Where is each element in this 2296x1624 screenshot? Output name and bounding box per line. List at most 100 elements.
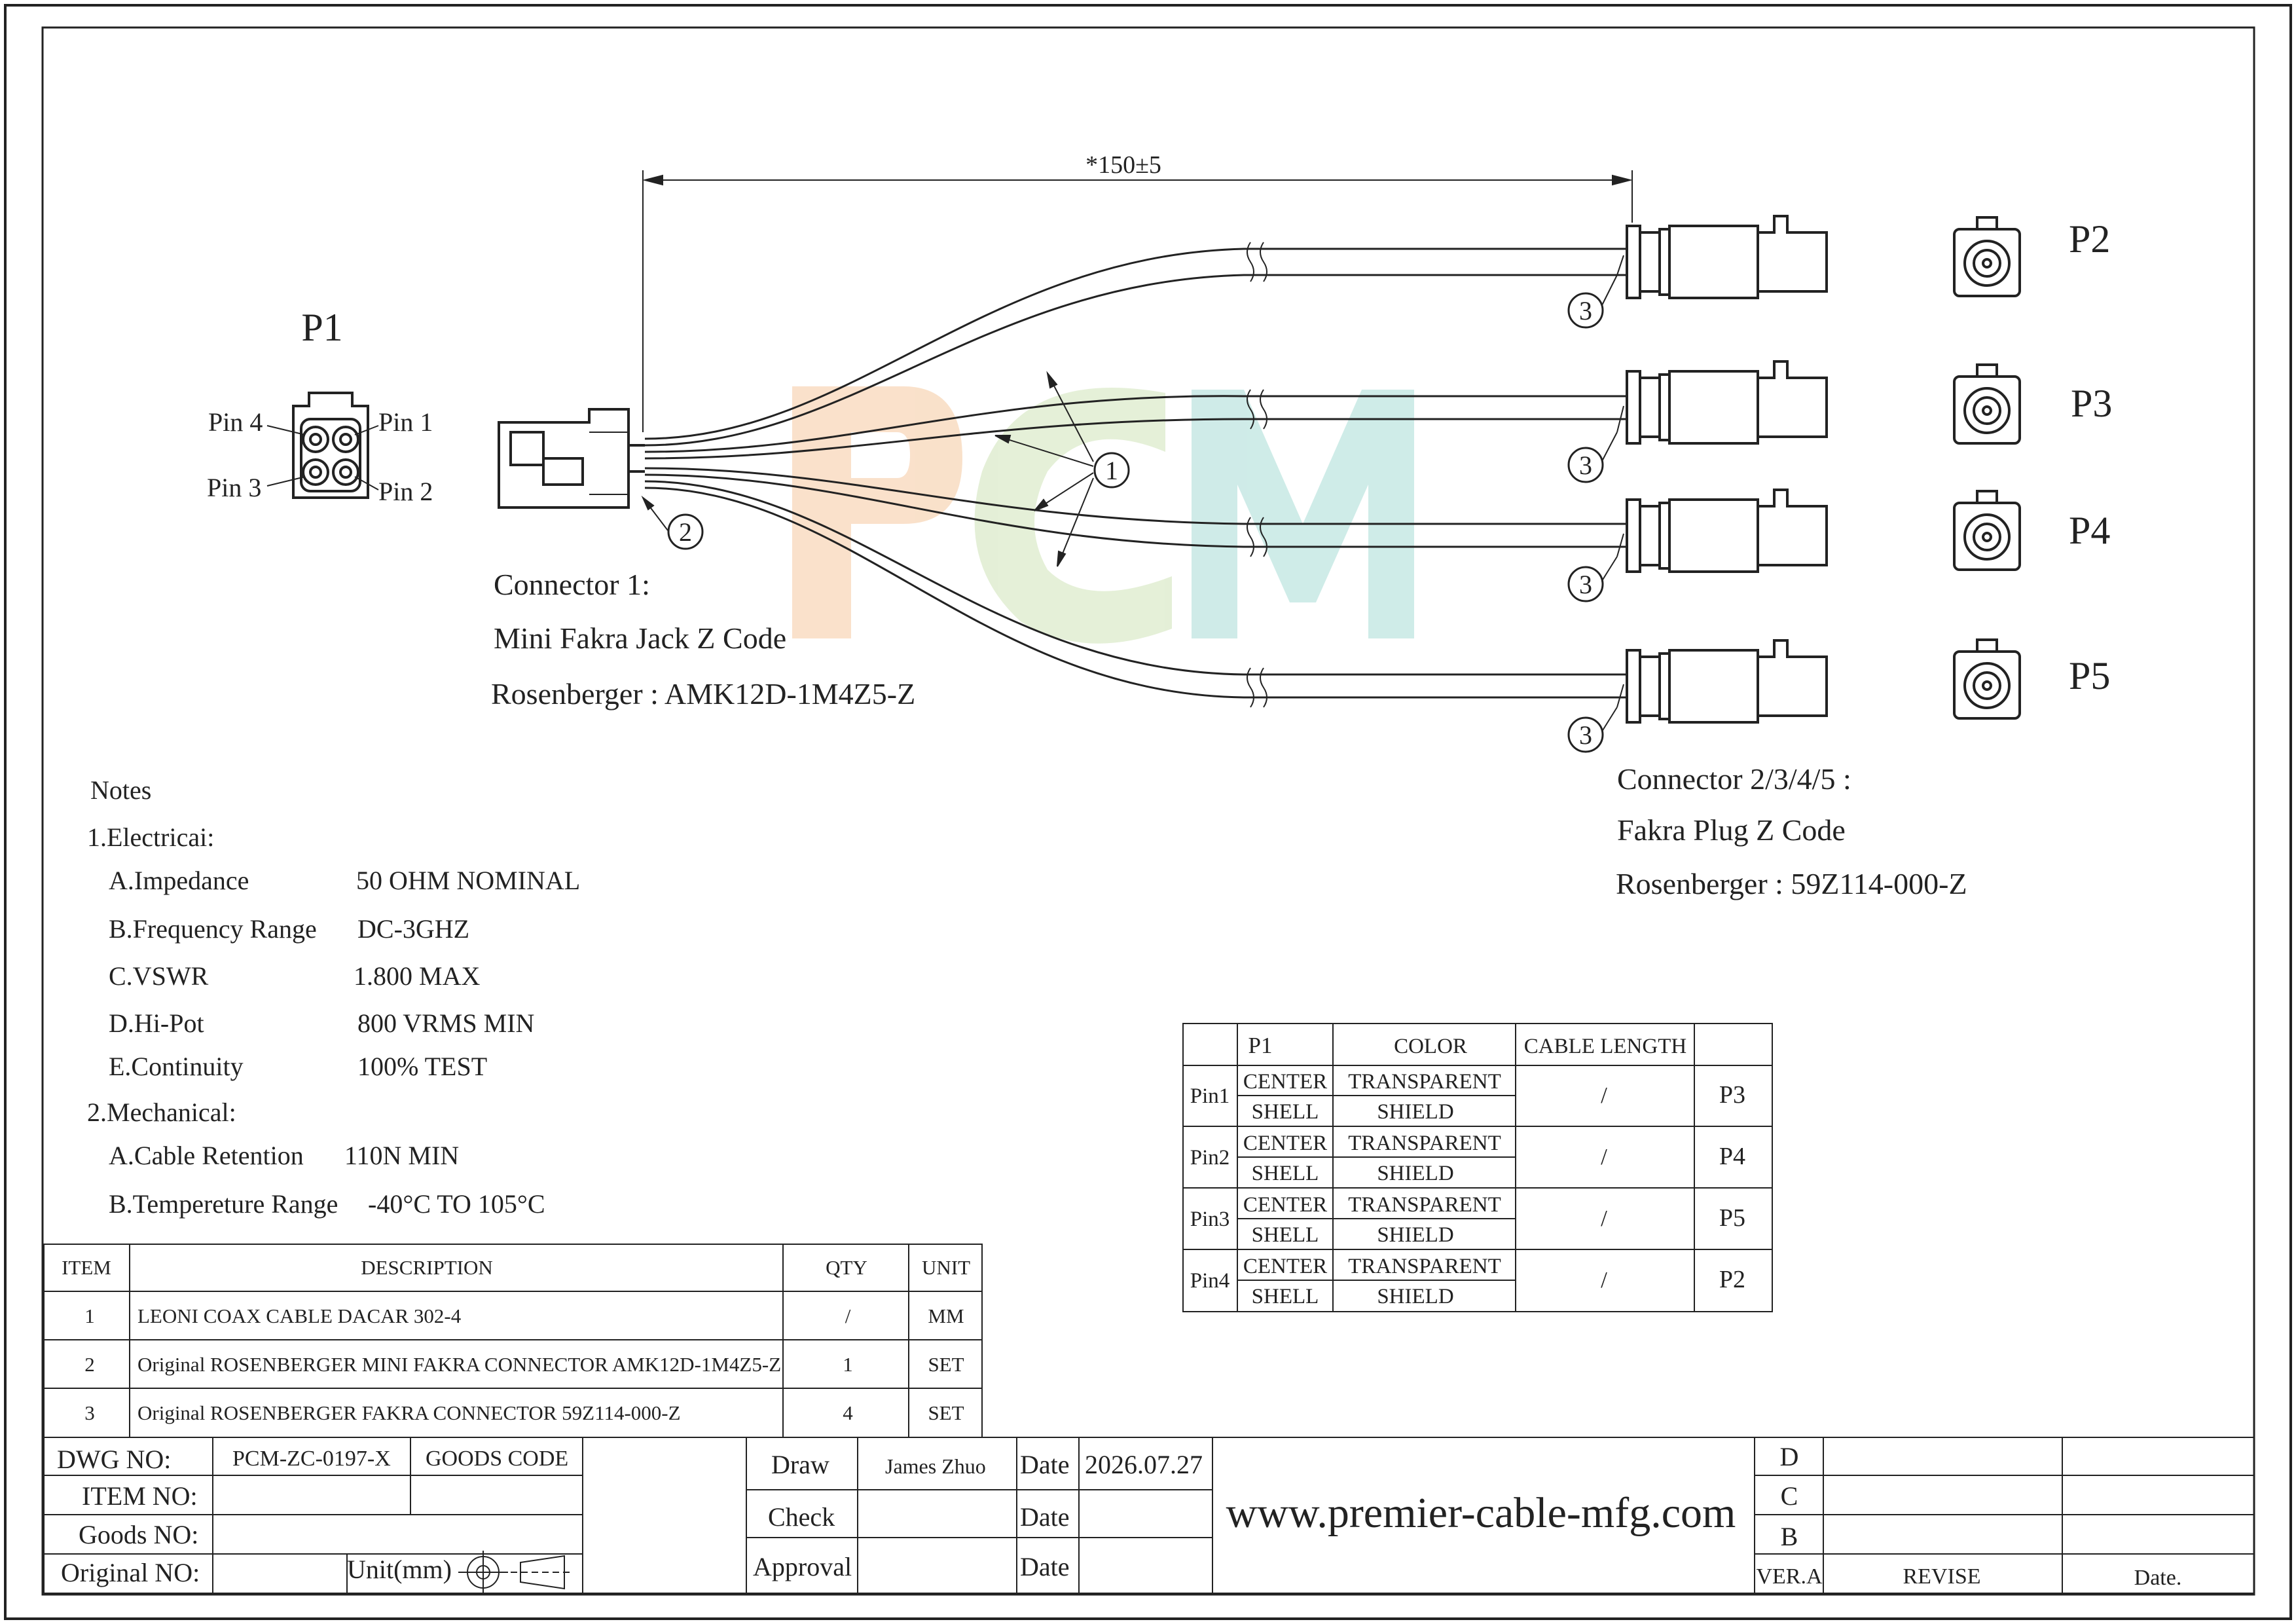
p2-label: P2 xyxy=(2069,217,2110,261)
svg-text:TRANSPARENT: TRANSPARENT xyxy=(1348,1132,1501,1155)
svg-text:VER.A: VER.A xyxy=(1756,1564,1823,1589)
svg-text:SHELL: SHELL xyxy=(1252,1100,1319,1124)
balloon-1-label: 1 xyxy=(1105,456,1118,485)
svg-text:TRANSPARENT: TRANSPARENT xyxy=(1348,1255,1501,1278)
pin-mapping-table-text: P1 COLOR CABLE LENGTH Pin1 CENTER TRANSP… xyxy=(1190,1033,1745,1308)
p4-label: P4 xyxy=(2069,509,2110,552)
svg-text:Approval: Approval xyxy=(753,1552,852,1581)
inner-border xyxy=(41,26,2255,1596)
svg-text:C: C xyxy=(1781,1481,1798,1511)
svg-text:DWG NO:: DWG NO: xyxy=(57,1445,171,1474)
watermark xyxy=(792,386,1414,644)
svg-text:CENTER: CENTER xyxy=(1243,1070,1327,1094)
svg-text:P3: P3 xyxy=(1719,1081,1745,1109)
svg-text:2.Mechanical:: 2.Mechanical: xyxy=(87,1098,236,1127)
dimension-line xyxy=(642,170,1633,432)
svg-text:1.Electricai:: 1.Electricai: xyxy=(87,822,214,852)
svg-text:CENTER: CENTER xyxy=(1243,1255,1327,1278)
connector1-type: Mini Fakra Jack Z Code xyxy=(494,621,786,655)
svg-text:Pin3: Pin3 xyxy=(1190,1208,1230,1231)
break-marks xyxy=(1247,242,1267,708)
balloon-3-p5 xyxy=(1567,716,1604,753)
svg-text:C.VSWR: C.VSWR xyxy=(109,961,209,991)
pin1-label: Pin 1 xyxy=(378,407,433,437)
svg-text:100% TEST: 100% TEST xyxy=(357,1052,487,1081)
svg-text:Date.: Date. xyxy=(2134,1566,2182,1590)
svg-text:Date: Date xyxy=(1020,1552,1070,1581)
svg-text:SHIELD: SHIELD xyxy=(1377,1162,1453,1185)
svg-text:James Zhuo: James Zhuo xyxy=(885,1454,986,1478)
svg-text:B.Frequency Range: B.Frequency Range xyxy=(109,914,317,944)
p3-face-view xyxy=(1953,363,2021,445)
svg-text:Unit(mm): Unit(mm) xyxy=(347,1555,452,1584)
svg-text:1.800 MAX: 1.800 MAX xyxy=(354,961,480,991)
balloon-3-label: 3 xyxy=(1579,720,1592,750)
p5-face-view xyxy=(1953,638,2021,720)
svg-text:ITEM: ITEM xyxy=(62,1256,111,1279)
connector2-title: Connector 2/3/4/5 : xyxy=(1617,762,1851,796)
svg-text:Pin4: Pin4 xyxy=(1190,1269,1230,1293)
svg-text:E.Continuity: E.Continuity xyxy=(109,1052,244,1081)
svg-text:SHIELD: SHIELD xyxy=(1377,1223,1453,1247)
svg-text:B: B xyxy=(1781,1522,1798,1551)
svg-text:Goods NO:: Goods NO: xyxy=(79,1520,198,1549)
pin-mapping-table xyxy=(1182,1023,1773,1312)
balloon-3-p2 xyxy=(1567,292,1604,329)
svg-text:SHELL: SHELL xyxy=(1252,1285,1319,1308)
svg-text:D.Hi-Pot: D.Hi-Pot xyxy=(109,1008,204,1038)
svg-text:P1: P1 xyxy=(1248,1033,1273,1058)
svg-text:Original NO:: Original NO: xyxy=(61,1558,200,1587)
bom-table-text: ITEM DESCRIPTION QTY UNIT 1 LEONI COAX C… xyxy=(62,1256,970,1424)
title-block xyxy=(43,1437,2255,1594)
cable-bundle xyxy=(644,248,1627,699)
svg-text:/: / xyxy=(1601,1267,1607,1293)
balloon-leaders xyxy=(641,255,1624,734)
svg-text:UNIT: UNIT xyxy=(922,1256,970,1279)
svg-text:CENTER: CENTER xyxy=(1243,1132,1327,1155)
svg-text:/: / xyxy=(1601,1082,1607,1108)
svg-text:-40°C TO 105°C: -40°C TO 105°C xyxy=(368,1189,545,1219)
svg-text:P5: P5 xyxy=(1719,1204,1745,1232)
title-block-text: DWG NO: PCM-ZC-0197-X GOODS CODE ITEM NO… xyxy=(57,1442,2181,1590)
svg-text:COLOR: COLOR xyxy=(1394,1035,1467,1058)
outer-border xyxy=(4,4,2292,1620)
connector1-title: Connector 1: xyxy=(494,568,650,601)
p1-label: P1 xyxy=(301,306,342,349)
svg-text:DC-3GHZ: DC-3GHZ xyxy=(357,914,469,944)
notes: Notes 1.Electricai: A.Impedance 50 OHM N… xyxy=(87,775,580,1219)
balloon-3-label: 3 xyxy=(1579,570,1592,599)
svg-text:2: 2 xyxy=(84,1353,95,1376)
svg-text:/: / xyxy=(1601,1144,1607,1170)
svg-text:Original ROSENBERGER FAKRA CON: Original ROSENBERGER FAKRA CONNECTOR 59Z… xyxy=(137,1401,681,1424)
pin4-label: Pin 4 xyxy=(208,407,263,437)
svg-text:4: 4 xyxy=(843,1401,853,1424)
pin3-label: Pin 3 xyxy=(207,473,261,502)
svg-text:A.Cable Retention: A.Cable Retention xyxy=(109,1141,304,1170)
svg-text:SHELL: SHELL xyxy=(1252,1162,1319,1185)
svg-text:SET: SET xyxy=(928,1401,964,1424)
balloon-2 xyxy=(667,513,704,550)
svg-text:SET: SET xyxy=(928,1353,964,1376)
svg-text:Notes: Notes xyxy=(90,775,151,805)
svg-text:3: 3 xyxy=(84,1401,95,1424)
unit-symbol xyxy=(458,1551,573,1594)
connector-p2-drawing xyxy=(1626,215,1828,299)
svg-text:Pin2: Pin2 xyxy=(1190,1146,1230,1170)
svg-text:Date: Date xyxy=(1020,1450,1070,1479)
svg-text:D: D xyxy=(1780,1442,1799,1471)
svg-text:TRANSPARENT: TRANSPARENT xyxy=(1348,1070,1501,1094)
svg-text:1: 1 xyxy=(843,1353,853,1376)
connector-p4-drawing xyxy=(1626,489,1828,573)
svg-text:110N MIN: 110N MIN xyxy=(344,1141,459,1170)
p1-face-view xyxy=(266,392,379,499)
p3-label: P3 xyxy=(2071,382,2112,425)
svg-text:50 OHM NOMINAL: 50 OHM NOMINAL xyxy=(356,866,580,895)
connector1-part: Rosenberger : AMK12D-1M4Z5-Z xyxy=(491,677,915,710)
svg-text:1: 1 xyxy=(84,1304,95,1327)
balloon-3-p3 xyxy=(1567,447,1604,483)
svg-text:CABLE LENGTH: CABLE LENGTH xyxy=(1524,1035,1686,1058)
balloon-1 xyxy=(1093,452,1130,489)
svg-text:800 VRMS MIN: 800 VRMS MIN xyxy=(357,1008,534,1038)
svg-text:/: / xyxy=(1601,1206,1607,1231)
